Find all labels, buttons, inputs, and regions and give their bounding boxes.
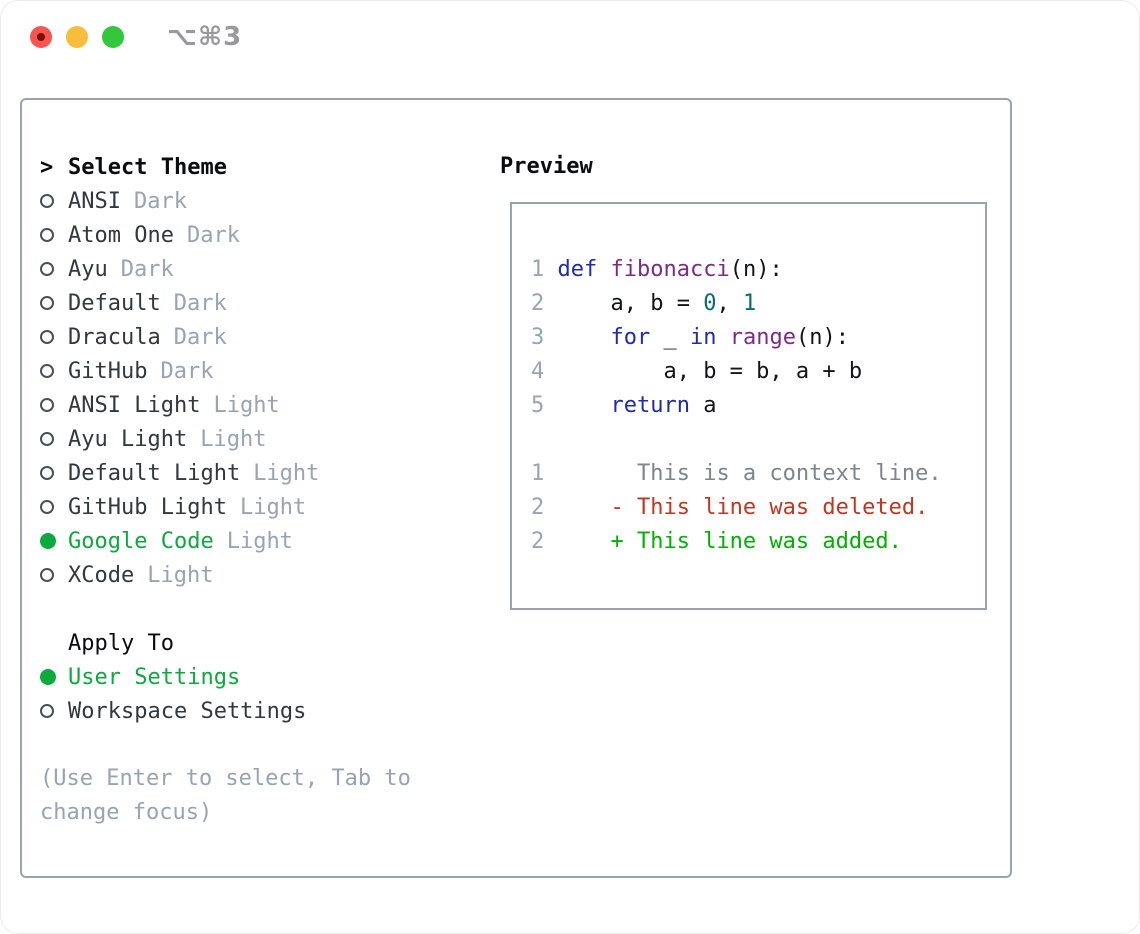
- window-title: ⌥⌘3: [167, 22, 243, 52]
- option-variant-label: Dark: [120, 256, 174, 282]
- radio-icon: [40, 500, 68, 514]
- option-label: Atom One: [68, 222, 174, 248]
- line-number: 2: [531, 529, 558, 554]
- option-label: GitHub: [68, 358, 148, 384]
- apply-option-workspace-settings[interactable]: Workspace Settings: [40, 694, 485, 728]
- option-label: User Settings: [68, 664, 241, 690]
- option-label: Google Code: [68, 528, 214, 554]
- option-variant-label: Dark: [173, 324, 227, 350]
- radio-selected-icon: [40, 533, 68, 549]
- option-variant-label: Light: [147, 562, 214, 588]
- radio-icon: [40, 398, 68, 412]
- code-line: 5 return a: [531, 393, 717, 418]
- theme-option-ayu-light[interactable]: Ayu Light Light: [40, 422, 485, 456]
- spacer: [40, 592, 485, 626]
- apply-to-header: Apply To: [40, 626, 485, 660]
- option-label: Ayu Light: [68, 426, 188, 452]
- option-label: GitHub Light: [68, 494, 227, 520]
- hint-text: (Use Enter to select, Tab to change focu…: [40, 766, 411, 825]
- code-line: 3 for _ in range(n):: [531, 325, 849, 350]
- line-number: 5: [531, 393, 558, 418]
- close-button[interactable]: [30, 26, 52, 48]
- radio-icon: [40, 704, 68, 718]
- option-variant-label: Dark: [133, 188, 187, 214]
- line-number: 3: [531, 325, 558, 350]
- option-variant-label: Light: [253, 460, 320, 486]
- line-number: 1: [531, 461, 558, 486]
- zoom-button[interactable]: [102, 26, 124, 48]
- theme-option-github-light[interactable]: GitHub Light Light: [40, 490, 485, 524]
- option-variant-label: Dark: [173, 290, 227, 316]
- radio-icon: [40, 466, 68, 480]
- radio-selected-icon: [40, 669, 68, 685]
- preview-box: 1 def fibonacci(n): 2 a, b = 0, 1 3 for _ …: [510, 202, 987, 610]
- select-theme-label: Select Theme: [68, 154, 227, 180]
- option-label: Workspace Settings: [68, 698, 307, 724]
- option-variant-label: Light: [226, 528, 293, 554]
- line-number: 4: [531, 359, 558, 384]
- code-line: 2 a, b = 0, 1: [531, 291, 757, 316]
- option-label: XCode: [68, 562, 135, 588]
- option-variant-label: Light: [213, 392, 280, 418]
- radio-icon: [40, 262, 68, 276]
- theme-option-atom-one[interactable]: Atom One Dark: [40, 218, 485, 252]
- theme-option-github[interactable]: GitHub Dark: [40, 354, 485, 388]
- radio-icon: [40, 228, 68, 242]
- theme-option-ansi-light[interactable]: ANSI Light Light: [40, 388, 485, 422]
- select-theme-header: > Select Theme: [40, 150, 485, 184]
- option-variant-label: Light: [200, 426, 267, 452]
- option-variant-label: Light: [239, 494, 307, 520]
- apply-to-label: Apply To: [68, 630, 174, 656]
- close-dot-icon: [37, 33, 45, 41]
- option-label: ANSI: [68, 188, 121, 214]
- radio-icon: [40, 432, 68, 446]
- option-label: Default: [68, 290, 161, 316]
- theme-option-ayu[interactable]: Ayu Dark: [40, 252, 485, 286]
- code-line: 4 a, b = b, a + b: [531, 359, 863, 384]
- code-line: 2 - This line was deleted.: [531, 495, 929, 520]
- code-line: [531, 423, 985, 457]
- code-preview: 1 def fibonacci(n): 2 a, b = 0, 1 3 for _ …: [512, 204, 985, 559]
- apply-option-user-settings[interactable]: User Settings: [40, 660, 485, 694]
- option-variant-label: Dark: [160, 358, 214, 384]
- line-number: 2: [531, 291, 558, 316]
- radio-icon: [40, 194, 68, 208]
- line-number: 2: [531, 495, 558, 520]
- code-line: 1 def fibonacci(n):: [531, 257, 783, 282]
- radio-icon: [40, 296, 68, 310]
- option-label: Ayu: [68, 256, 108, 282]
- option-label: Default Light: [68, 460, 241, 486]
- theme-option-ansi[interactable]: ANSI Dark: [40, 184, 485, 218]
- option-variant-label: Dark: [186, 222, 240, 248]
- theme-option-default-light[interactable]: Default Light Light: [40, 456, 485, 490]
- minimize-button[interactable]: [66, 26, 88, 48]
- focus-caret-icon: >: [40, 154, 54, 180]
- option-label: ANSI Light: [68, 392, 201, 418]
- radio-icon: [40, 364, 68, 378]
- option-label: Dracula: [68, 324, 161, 350]
- theme-option-xcode[interactable]: XCode Light: [40, 558, 485, 592]
- radio-icon: [40, 568, 68, 582]
- preview-label: Preview: [500, 154, 593, 179]
- titlebar: ⌥⌘3: [0, 0, 1140, 74]
- theme-option-dracula[interactable]: Dracula Dark: [40, 320, 485, 354]
- theme-option-google-code[interactable]: Google Code Light: [40, 524, 485, 558]
- code-line: 2 + This line was added.: [531, 529, 902, 554]
- line-number: 1: [531, 257, 558, 282]
- code-line: 1 This is a context line.: [531, 461, 942, 486]
- theme-option-default[interactable]: Default Dark: [40, 286, 485, 320]
- radio-icon: [40, 330, 68, 344]
